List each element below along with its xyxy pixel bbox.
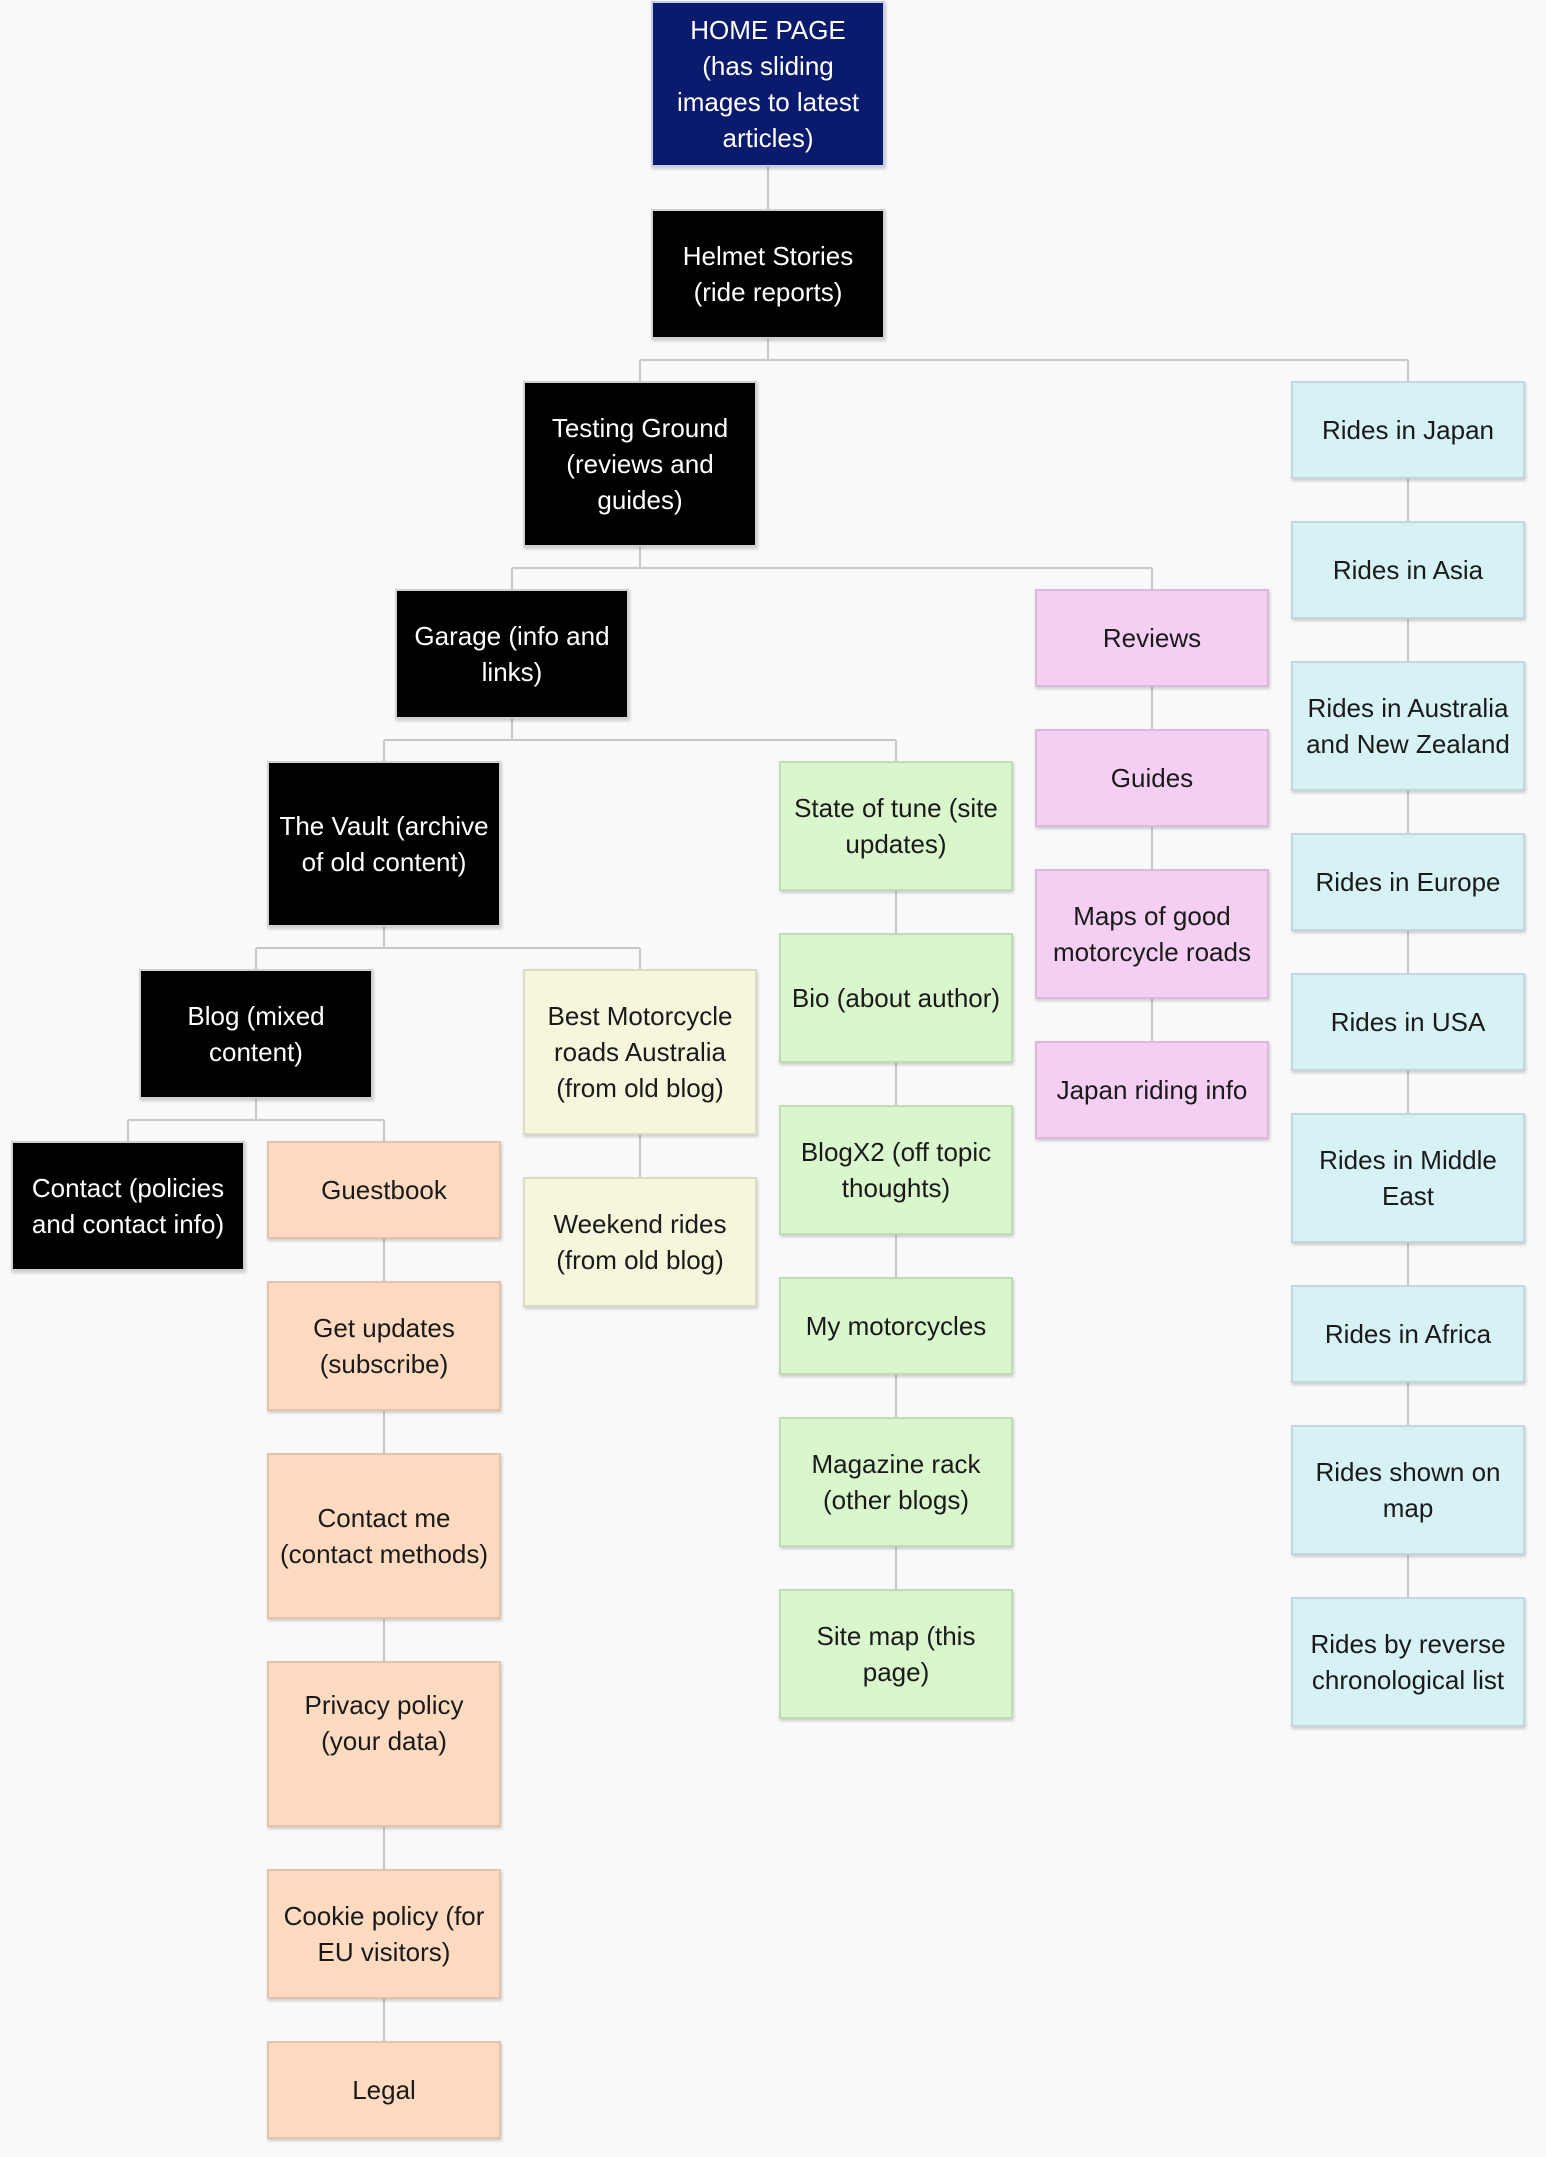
legal-node: Legal	[267, 2041, 501, 2139]
vault-node: The Vault (archive of old content)	[267, 761, 501, 927]
state-of-tune-node: State of tune (site updates)	[779, 761, 1013, 891]
rides-middle-east-node: Rides in Middle East	[1291, 1113, 1525, 1243]
rides-africa-node: Rides in Africa	[1291, 1285, 1525, 1383]
blog-node: Blog (mixed content)	[139, 969, 373, 1099]
magazine-rack-node: Magazine rack (other blogs)	[779, 1417, 1013, 1547]
get-updates-node: Get updates (subscribe)	[267, 1281, 501, 1411]
site-map-node: Site map (this page)	[779, 1589, 1013, 1719]
rides-japan-node: Rides in Japan	[1291, 381, 1525, 479]
maps-good-roads-node: Maps of good motorcycle roads	[1035, 869, 1269, 999]
my-motorcycles-node: My motorcycles	[779, 1277, 1013, 1375]
contact-policies-node: Contact (policies and contact info)	[11, 1141, 245, 1271]
testing-ground-node: Testing Ground (reviews and guides)	[523, 381, 757, 547]
rides-australia-nz-node: Rides in Australia and New Zealand	[1291, 661, 1525, 791]
rides-europe-node: Rides in Europe	[1291, 833, 1525, 931]
rides-usa-node: Rides in USA	[1291, 973, 1525, 1071]
best-roads-australia-node: Best Motorcycle roads Australia (from ol…	[523, 969, 757, 1135]
home-page-node: HOME PAGE (has sliding images to latest …	[651, 1, 885, 167]
contact-me-node: Contact me (contact methods)	[267, 1453, 501, 1619]
weekend-rides-node: Weekend rides (from old blog)	[523, 1177, 757, 1307]
rides-map-node: Rides shown on map	[1291, 1425, 1525, 1555]
reviews-node: Reviews	[1035, 589, 1269, 687]
blogx2-node: BlogX2 (off topic thoughts)	[779, 1105, 1013, 1235]
rides-reverse-chrono-node: Rides by reverse chronological list	[1291, 1597, 1525, 1727]
helmet-stories-node: Helmet Stories (ride reports)	[651, 209, 885, 339]
privacy-policy-node: Privacy policy (your data)	[267, 1661, 501, 1827]
guestbook-node: Guestbook	[267, 1141, 501, 1239]
garage-node: Garage (info and links)	[395, 589, 629, 719]
rides-asia-node: Rides in Asia	[1291, 521, 1525, 619]
cookie-policy-node: Cookie policy (for EU visitors)	[267, 1869, 501, 1999]
guides-node: Guides	[1035, 729, 1269, 827]
japan-riding-info-node: Japan riding info	[1035, 1041, 1269, 1139]
bio-node: Bio (about author)	[779, 933, 1013, 1063]
